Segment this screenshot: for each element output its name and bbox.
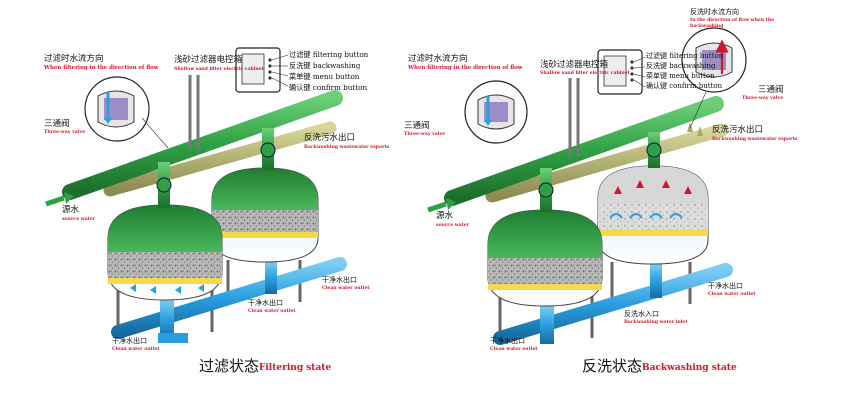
left-cabinet-label-en: Shallow sand filter electric cabinet bbox=[174, 66, 265, 72]
left-btn-backwashing: 反洗键 backwashing bbox=[289, 61, 361, 70]
right-backflow-label-cn: 反洗时水流方向 bbox=[690, 7, 739, 16]
right-panel-backwashing bbox=[427, 27, 747, 345]
left-clean1-label-cn: 干净水出口 bbox=[322, 275, 357, 284]
right-inlet-label-en: Backwashing water inlet bbox=[624, 319, 688, 325]
right-up-arrows bbox=[614, 180, 692, 194]
left-btn-menu: 菜单键 menu button bbox=[289, 72, 360, 81]
left-sewage-label-en: Backwashing wastewater exports bbox=[304, 144, 390, 150]
left-clean3-label-cn: 干净水出口 bbox=[112, 336, 147, 345]
left-valve-2 bbox=[260, 142, 276, 158]
left-btn-filtering: 过滤键 filtering button bbox=[289, 50, 369, 59]
right-caption-en: Backwashing state bbox=[642, 363, 737, 373]
left-clean2-label-en: Clean water outlet bbox=[248, 308, 296, 314]
left-caption-cn: 过滤状态 bbox=[199, 357, 259, 375]
right-clean2-label-cn: 干净水出口 bbox=[490, 336, 525, 345]
left-valve-label-cn: 三通阀 bbox=[44, 118, 70, 129]
right-clean2-label-en: Clean water outlet bbox=[490, 346, 538, 352]
left-flow-label-cn: 过滤时水流方向 bbox=[44, 53, 104, 64]
right-control-cabinet bbox=[568, 49, 646, 156]
left-btn-confirm: 确认键 confirm button bbox=[289, 83, 367, 92]
right-clean1-label-en: Clean water outlet bbox=[708, 291, 756, 297]
right-flow-label-en: When filtering in the direction of flow bbox=[407, 65, 523, 71]
left-sewage-label-cn: 反洗污水出口 bbox=[304, 132, 355, 143]
left-valve-1 bbox=[156, 177, 172, 193]
right-source-label-cn: 源水 bbox=[436, 210, 454, 221]
right-valve2-label-cn: 三通阀 bbox=[758, 84, 784, 95]
left-clean2-label-cn: 干净水出口 bbox=[248, 298, 283, 307]
right-panel-labels: 反洗时水流方向 In the direction of flow when th… bbox=[404, 7, 798, 375]
right-caption-cn: 反洗状态 bbox=[582, 357, 642, 375]
right-valve-detail-filtering bbox=[464, 80, 528, 144]
left-control-cabinet bbox=[188, 47, 289, 150]
left-clean1-label-en: Clean water outlet bbox=[322, 285, 370, 291]
right-wastewater-drip bbox=[687, 122, 703, 136]
left-source-arrow bbox=[45, 195, 65, 207]
left-flow-arrows bbox=[130, 284, 204, 294]
right-front-tank bbox=[487, 209, 603, 307]
right-cabinet-label-cn: 浅砂过滤器电控箱 bbox=[540, 59, 609, 70]
right-sewage-label-en: Backwashing wastewater exports bbox=[712, 136, 798, 142]
right-valve2-label-en: Three-way valve bbox=[742, 95, 783, 101]
right-valve-1 bbox=[538, 182, 554, 198]
left-valve-detail bbox=[84, 76, 169, 149]
right-sewage-label-cn: 反洗污水出口 bbox=[712, 124, 763, 135]
left-front-tank bbox=[107, 204, 223, 301]
left-source-pipe bbox=[62, 90, 343, 200]
left-cabinet-label-cn: 浅砂过滤器电控箱 bbox=[174, 54, 243, 65]
right-valve-2 bbox=[646, 142, 662, 158]
right-backwash-pipe bbox=[485, 123, 729, 203]
right-source-label-en: source water bbox=[436, 222, 470, 228]
left-backwash-pipe bbox=[103, 121, 337, 197]
left-flow-label-en: When filtering in the direction of flow bbox=[43, 65, 159, 71]
right-valve-label-en: Three-way valve bbox=[404, 131, 445, 137]
left-panel-labels: 过滤时水流方向 When filtering in the direction … bbox=[43, 50, 390, 375]
right-btn-filtering: 过滤键 filtering button bbox=[646, 51, 724, 60]
right-cabinet-label-en: Shallow sand filter electric cabinet bbox=[540, 70, 631, 76]
right-btn-confirm: 确认键 confirm button bbox=[646, 81, 723, 90]
right-backflow-label-en-1: In the direction of flow when the bbox=[690, 17, 774, 23]
right-btn-menu: 菜单键 menu button bbox=[646, 71, 715, 80]
right-swirl-arrows bbox=[609, 213, 683, 219]
left-panel-filtering bbox=[45, 47, 347, 343]
right-inlet-label-cn: 反洗水入口 bbox=[624, 309, 659, 318]
left-source-label-cn: 源水 bbox=[62, 204, 80, 215]
left-caption-en: Filtering state bbox=[259, 363, 331, 373]
right-btn-backwashing: 反洗键 backwashing bbox=[646, 61, 716, 70]
left-clean-pipe bbox=[111, 257, 347, 343]
right-back-tank bbox=[597, 165, 709, 265]
right-source-arrow bbox=[427, 201, 447, 213]
right-clean-pipe bbox=[493, 263, 733, 345]
right-flow-label-cn: 过滤时水流方向 bbox=[408, 53, 468, 64]
left-back-tank bbox=[211, 167, 319, 263]
right-valve-detail-backwash bbox=[681, 27, 747, 129]
right-clean1-label-cn: 干净水出口 bbox=[708, 281, 743, 290]
left-clean3-label-en: Clean water outlet bbox=[112, 346, 160, 352]
left-source-label-en: source water bbox=[62, 216, 96, 222]
right-valve-label-cn: 三通阀 bbox=[404, 120, 430, 131]
right-source-pipe bbox=[444, 96, 724, 206]
right-backflow-label-en-2: backwashing bbox=[690, 23, 724, 29]
left-valve-label-en: Three-way valve bbox=[44, 129, 85, 135]
